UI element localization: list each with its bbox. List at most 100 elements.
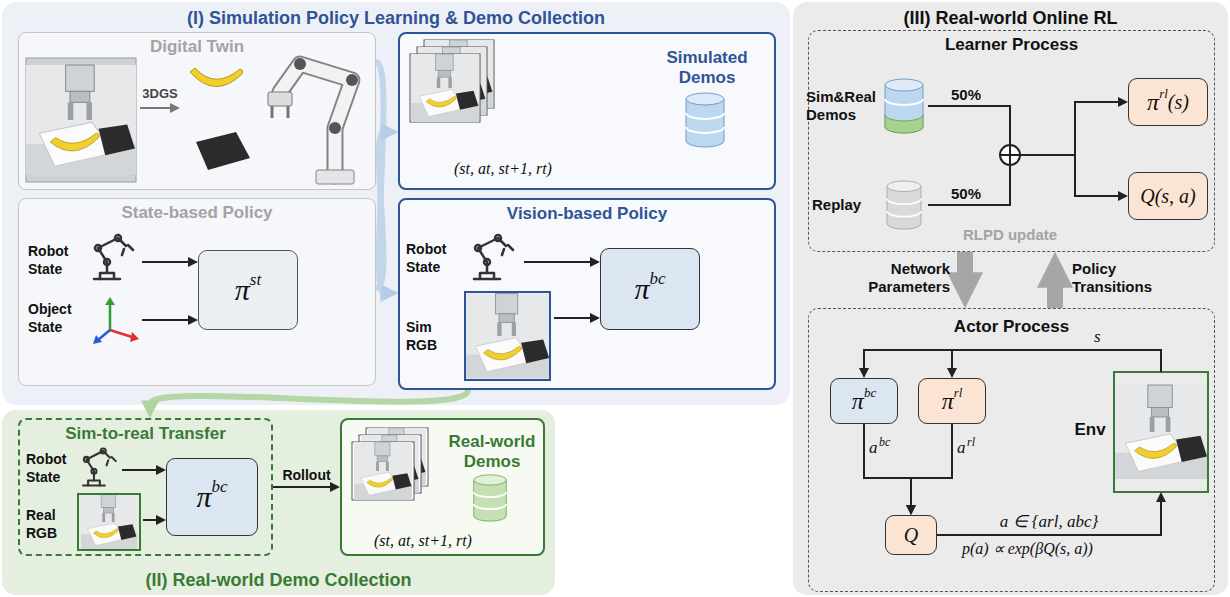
text-slot: Robot State — [28, 242, 83, 279]
stage-panel: (II) Real-world Demo Collection Sim-to-re… — [2, 410, 555, 595]
node-symbol: π — [852, 388, 864, 415]
annotation-label: 50% — [951, 86, 981, 103]
text-slot: RLPD update — [940, 226, 1080, 244]
node-title: Sim-to-real Transfer — [65, 424, 226, 443]
annotation-label: a — [869, 438, 878, 457]
block-arrow — [1047, 277, 1063, 308]
text-slot: s — [1094, 327, 1101, 347]
text-slot: a ∈ {arl, abc} — [979, 512, 1119, 532]
connector — [952, 350, 1161, 372]
text-slot: Real RGB — [26, 506, 76, 543]
node-superscript: bc — [864, 385, 876, 401]
text-slot: p(a) ∝ exp(βQ(s, a)) — [962, 540, 1093, 558]
node-superscript: st — [250, 270, 261, 290]
annotation-label: Robot State — [26, 451, 66, 485]
annotation-label: Object State — [28, 301, 72, 335]
annotation-label: p(a) ∝ exp(βQ(s, a)) — [962, 540, 1093, 557]
text-slot: a — [869, 438, 878, 458]
node-title: (II) Real-world Demo Collection — [145, 570, 411, 590]
connector — [864, 424, 911, 508]
policy-box: πrl — [918, 378, 986, 424]
node-superscript: (s) — [1168, 91, 1189, 114]
node-title: Digital Twin — [150, 37, 244, 56]
connector — [273, 486, 333, 488]
text-slot: (st, at, st+1, rt) — [348, 532, 498, 550]
node-title: Vision-based Policy — [507, 204, 667, 223]
node-title: (III) Real-world Online RL — [903, 8, 1117, 28]
environment-box: Env — [1070, 372, 1208, 492]
annotation-label: s — [1094, 327, 1101, 346]
stage-panel: (I) Simulation Policy Learning & Demo Co… — [2, 2, 790, 405]
node-superscript: rl — [1159, 86, 1168, 102]
policy-box: πbc — [830, 378, 898, 424]
connector — [937, 499, 1161, 535]
node-symbol: Q — [904, 524, 918, 547]
text-slot: Robot State — [406, 240, 461, 277]
annotation-label: Robot State — [406, 241, 446, 275]
text-slot: a — [957, 438, 966, 458]
node-title: State-based Policy — [121, 203, 272, 222]
node-superscript: rl — [954, 385, 963, 401]
text-slot: Sim RGB — [406, 318, 458, 355]
node-symbol: π — [1147, 89, 1159, 116]
node-body: (st, at, st+1, rt) — [374, 532, 472, 549]
node-symbol: Q(s, a) — [1140, 185, 1196, 208]
annotation-label: a — [957, 438, 966, 457]
q-network-box: Q — [885, 515, 937, 555]
text-slot: (II) Real-world Demo Collection — [2, 570, 555, 591]
annotation-label: Sim&Real Demos — [806, 88, 876, 123]
edge-label: Rollout — [282, 467, 330, 483]
connector — [864, 350, 1161, 372]
node-title: Env — [1074, 420, 1105, 439]
text-slot: Real-world Demos — [442, 432, 542, 471]
node-title: Actor Process — [954, 317, 1069, 336]
text-slot: Vision-based Policy — [400, 204, 774, 224]
policy-box: πst — [198, 250, 298, 330]
policy-box: πbc — [600, 248, 700, 330]
edge-label: a ∈ {arl, abc} — [1000, 512, 1098, 531]
annotation-label: Replay — [812, 196, 861, 213]
text-slot: Simulated Demos — [646, 48, 768, 87]
text-slot: (st, at, st+1, rt) — [408, 160, 598, 178]
node-symbol: π — [942, 388, 954, 415]
text-slot: Robot State — [26, 450, 76, 487]
process-box: Learner Process πrl(s) Q(s, a) — [808, 30, 1215, 252]
text-slot: bc — [879, 432, 890, 450]
annotation-label: Sim RGB — [406, 319, 437, 353]
text-slot: State-based Policy — [19, 203, 375, 223]
node-title: (I) Simulation Policy Learning & Demo Co… — [187, 8, 605, 28]
annotation-label: Robot State — [28, 243, 68, 277]
text-slot: Object State — [28, 300, 86, 337]
q-network-box: Q(s, a) — [1128, 172, 1208, 220]
text-slot: (I) Simulation Policy Learning & Demo Co… — [2, 8, 790, 29]
annotation-label: 3DGS — [142, 86, 177, 101]
node-title: Real-world Demos — [449, 432, 536, 471]
module-box: Digital Twin — [18, 32, 376, 190]
edge-label: Network Parameters — [868, 260, 950, 295]
connector — [376, 62, 384, 293]
connector — [376, 132, 384, 288]
text-slot: Actor Process — [809, 317, 1214, 337]
edge-label: Policy Transitions — [1072, 260, 1152, 295]
text-slot: Learner Process — [809, 35, 1214, 55]
annotation-label: 50% — [951, 185, 981, 202]
text-slot: Network Parameters — [858, 260, 950, 297]
annotation-label: RLPD update — [963, 226, 1057, 243]
data-box: Simulated Demos (st, at, st+1, rt) — [398, 32, 776, 190]
text-slot: Env — [1070, 420, 1110, 440]
text-slot: 3DGS — [140, 84, 180, 102]
connector — [911, 424, 952, 508]
policy-box: πbc — [166, 458, 258, 536]
annotation-label: rl — [967, 435, 975, 449]
text-slot: 50% — [944, 86, 988, 104]
node-superscript: bc — [649, 269, 665, 289]
text-slot: Sim-to-real Transfer — [20, 424, 271, 444]
node-symbol: π — [634, 272, 649, 306]
block-arrow — [957, 252, 973, 283]
policy-box: πrl(s) — [1128, 78, 1208, 126]
module-box: Vision-based Policy πbc — [398, 198, 776, 390]
node-title: Learner Process — [945, 35, 1078, 54]
